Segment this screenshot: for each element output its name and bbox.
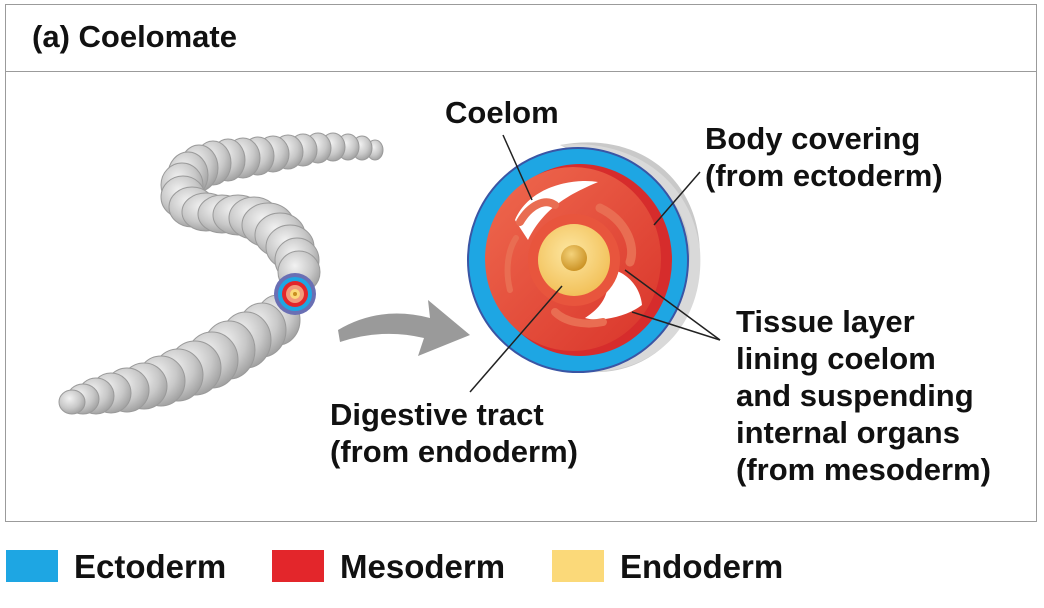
legend: Ectoderm Mesoderm Endoderm <box>0 540 1044 600</box>
earthworm-lower-body <box>58 294 301 415</box>
legend-swatch-mesoderm <box>272 550 324 582</box>
header-bar: (a) Coelomate <box>6 5 1036 72</box>
leader-lines <box>469 134 721 393</box>
coelomate-illustration <box>58 132 721 415</box>
large-cross-section <box>467 142 701 373</box>
legend-label-ectoderm: Ectoderm <box>74 548 227 585</box>
earthworm-upper-body <box>160 132 384 294</box>
body-covering-label: Body covering (from ectoderm) <box>705 121 943 193</box>
digestive-tract-label: Digestive tract (from endoderm) <box>330 397 578 469</box>
small-cross-section <box>274 273 316 315</box>
legend-swatch-endoderm <box>552 550 604 582</box>
worm-segment <box>58 389 86 415</box>
tissue-layer-label: Tissue layer lining coelom and suspendin… <box>736 304 991 487</box>
coelom-label: Coelom <box>445 95 559 130</box>
zoom-arrow <box>338 300 470 356</box>
diagram-title: (a) Coelomate <box>32 19 237 54</box>
diagram-frame: (a) Coelomate <box>5 4 1037 522</box>
legend-swatch-ectoderm <box>6 550 58 582</box>
legend-label-mesoderm: Mesoderm <box>340 548 506 585</box>
legend-label-endoderm: Endoderm <box>620 548 784 585</box>
